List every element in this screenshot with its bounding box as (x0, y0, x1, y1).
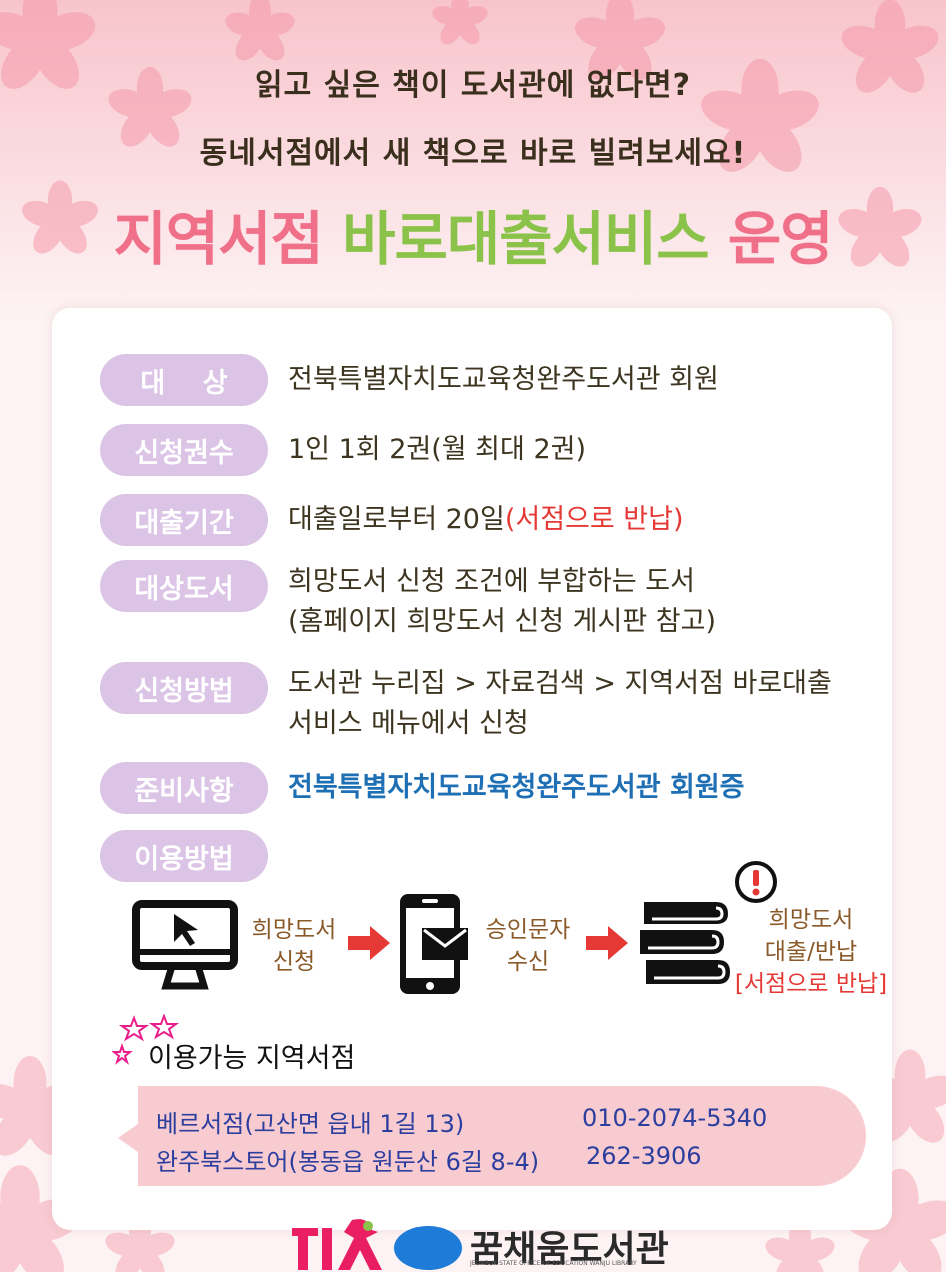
info-value: 희망도서 신청 조건에 부합하는 도서 (288, 566, 695, 597)
library-logo-icon (292, 1219, 462, 1270)
label-pill: 대출기간 (100, 494, 268, 546)
store-name: 완주북스토어(봉동읍 원둔산 6길 8-4) (156, 1148, 540, 1176)
step3-label: 희망도서 대출/반납 [서점으로 반납] (734, 907, 888, 997)
label-pill: 신청권수 (100, 424, 268, 476)
label-pill: 신청방법 (100, 662, 268, 714)
label-pill: 대 상 (100, 354, 268, 406)
phone-message-icon (400, 894, 468, 994)
period-text: 대출일로부터 20일 (288, 504, 505, 535)
info-value: 1인 1회 2권(월 최대 2권) (288, 434, 586, 465)
info-value-line2: 서비스 메뉴에서 신청 (288, 708, 529, 739)
library-name: 꿈채움도서관 (470, 1229, 669, 1270)
label-pill: 준비사항 (100, 762, 268, 814)
info-value: 전북특별자치도교육청완주도서관 회원증 (288, 772, 745, 803)
sparkle-stars-icon (112, 1014, 180, 1065)
step1-label: 희망도서 신청 (251, 917, 337, 975)
books-stack-icon (640, 902, 730, 984)
stores-title: 이용가능 지역서점 (148, 1043, 356, 1074)
label-pill: 이용방법 (100, 830, 268, 882)
title-part2: 바로대출서비스 (342, 205, 710, 273)
step2-label: 승인문자 수신 (485, 917, 571, 975)
stores-bubble (118, 1086, 866, 1186)
title-part3: 운영 (727, 205, 834, 273)
info-value-line2: (홈페이지 희망도서 신청 게시판 참고) (288, 606, 716, 637)
library-subtitle: JEONBUK STATE OFFICE OF EDUCATION WANJU … (470, 1260, 637, 1267)
label-pill: 대상도서 (100, 560, 268, 612)
store-phone: 262-3906 (586, 1142, 702, 1170)
computer-icon (132, 900, 238, 990)
arrow-right-icon (586, 926, 628, 960)
info-value: 전북특별자치도교육청완주도서관 회원 (288, 364, 719, 395)
headline-subtitle: 동네서점에서 새 책으로 바로 빌려보세요! (199, 136, 747, 171)
title-part1: 지역서점 (113, 205, 323, 273)
arrow-right-icon (348, 926, 390, 960)
info-value: 대출일로부터 20일(서점으로 반납) (288, 500, 684, 540)
alert-icon (735, 861, 777, 903)
return-note: (서점으로 반납) (504, 504, 684, 535)
store-phone: 010-2074-5340 (582, 1104, 768, 1132)
main-title: 지역서점 바로대출서비스 운영 (0, 192, 946, 276)
headline-question: 읽고 싶은 책이 도서관에 없다면? (255, 68, 691, 103)
info-value: 도서관 누리집 > 자료검색 > 지역서점 바로대출 (288, 668, 832, 699)
store-name: 베르서점(고산면 읍내 1길 13) (156, 1110, 465, 1138)
